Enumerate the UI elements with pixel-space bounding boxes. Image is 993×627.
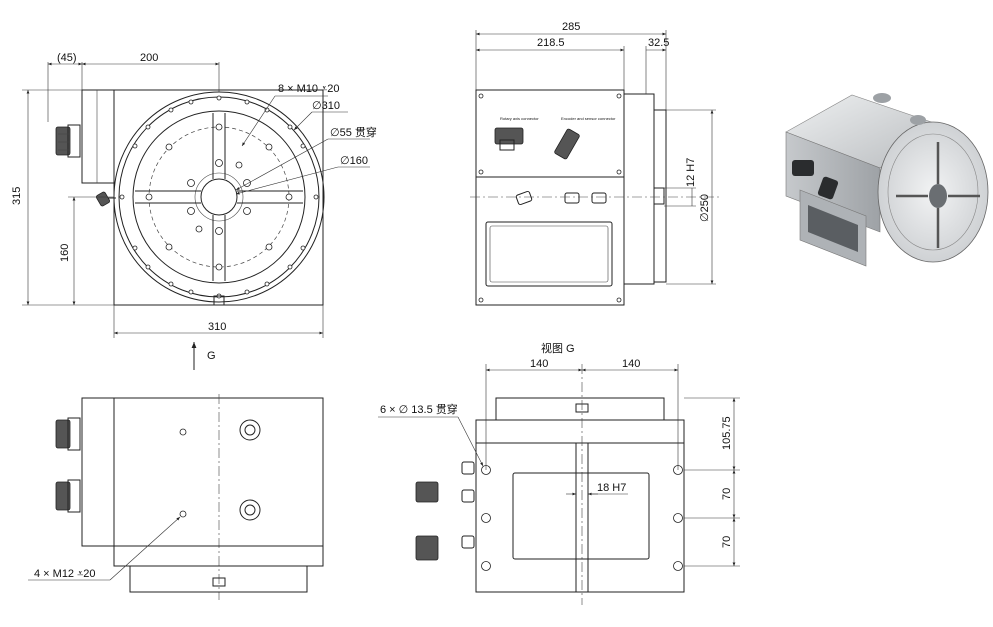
front-dim-labels: (45) 200 315 160 310: [11, 52, 226, 333]
dim-70-a: 70: [721, 488, 733, 500]
product-render: [785, 93, 989, 267]
callout-dia160: ∅160: [340, 155, 368, 167]
inner-holes: [187, 159, 251, 235]
bottom-view: 4 × M12 ⩡20: [28, 394, 324, 600]
bottom-connector-bottom: [55, 479, 81, 513]
connector-label-left: Rotary axis connector: [500, 116, 539, 121]
dim-285: 285: [562, 21, 580, 33]
view-g: 视图 G: [378, 341, 740, 605]
callout-m12: 4 × M12 ⩡20: [34, 568, 96, 580]
dim-160: 160: [59, 244, 71, 262]
front-callouts: 8 × M10 ⩡20 ∅310 ∅55 贯穿 ∅160: [235, 83, 377, 195]
callout-dia310: ∅310: [312, 100, 340, 112]
view-g-holes: [481, 465, 683, 571]
view-g-dimensions: [485, 364, 740, 567]
callout-m10: 8 × M10 ⩡20: [278, 83, 340, 95]
side-dimensions: [475, 30, 716, 285]
motor-housing: [81, 89, 115, 184]
bottom-body: [113, 397, 324, 547]
connector-icon: [55, 124, 81, 158]
side-window: [485, 221, 613, 287]
bottom-motor: [81, 397, 115, 547]
render-connector-icon: [792, 160, 839, 200]
dim-dia250: ∅250: [699, 194, 711, 222]
m10-holes: [145, 123, 293, 271]
dim-18-h7: 18 H7: [597, 482, 626, 494]
side-view: Rotary axis connector Encoder and sensor…: [470, 21, 720, 306]
side-connector-left: Rotary axis connector: [494, 116, 539, 151]
dim-105-75: 105.75: [721, 416, 733, 450]
front-view: (45) 200 315 160 310 8 × M10 ⩡20 ∅310 ∅5…: [11, 52, 377, 370]
dim-70-b: 70: [721, 536, 733, 548]
view-g-arrow: G: [191, 342, 216, 370]
front-dimensions: [22, 62, 324, 338]
bottom-ports: [239, 419, 261, 521]
side-body: [475, 89, 625, 306]
platen-circle: [132, 110, 306, 284]
callout-dia55: ∅55 贯穿: [330, 125, 377, 139]
flange-outer: [113, 91, 325, 303]
flange-bolt-holes: [119, 95, 319, 299]
dim-45: (45): [57, 52, 77, 64]
dim-140-right: 140: [622, 358, 640, 370]
side-fittings: [515, 190, 607, 206]
side-connector-right: Encoder and sensor connector: [554, 116, 616, 160]
bottom-connector-top: [55, 417, 81, 451]
fitting-icon: [96, 191, 116, 207]
dim-315: 315: [11, 187, 23, 205]
view-g-dim-labels: 140 140 105.75 70 70 18 H7: [530, 358, 733, 548]
view-g-window: [512, 472, 650, 560]
dim-218-5: 218.5: [537, 37, 565, 49]
view-g-title: 视图 G: [541, 341, 575, 355]
dim-32-5: 32.5: [648, 37, 669, 49]
view-g-body: [475, 419, 685, 593]
dim-140-left: 140: [530, 358, 548, 370]
side-dim-labels: 285 218.5 32.5 12 H7 ∅250: [537, 21, 711, 222]
view-g-arrow-label: G: [207, 350, 216, 362]
t-slots: [135, 113, 303, 281]
view-g-fittings: [415, 461, 475, 561]
dim-200: 200: [140, 52, 158, 64]
dim-310: 310: [208, 321, 226, 333]
callout-holes: 6 × ∅ 13.5 贯穿: [380, 402, 458, 416]
center-bore: [200, 178, 238, 216]
dim-12-h7: 12 H7: [685, 158, 697, 187]
connector-label-right: Encoder and sensor connector: [561, 116, 616, 121]
